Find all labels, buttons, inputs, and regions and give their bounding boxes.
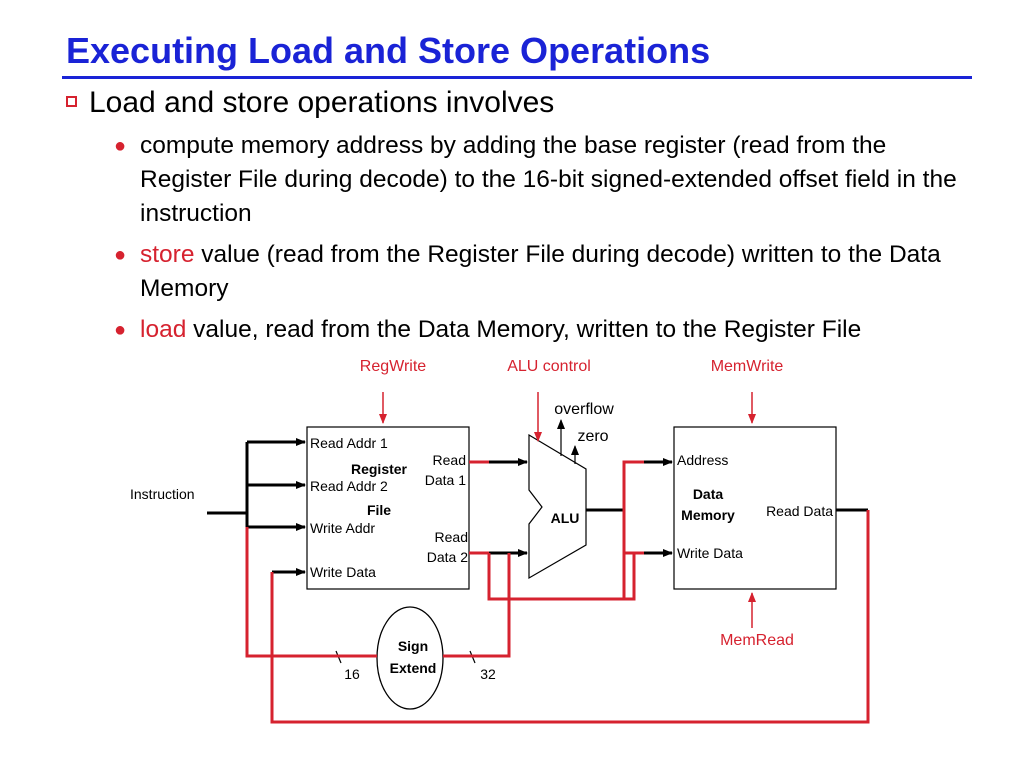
bullet-keyword: load: [140, 316, 187, 343]
data-memory-title: Data: [693, 486, 724, 502]
data-memory-box: [673, 426, 837, 590]
red-writeback-path: [270, 510, 870, 724]
data-memory-title-2: Memory: [681, 507, 735, 523]
register-file-title: Register: [351, 461, 408, 477]
alu-control-label: ALU control: [507, 358, 591, 375]
zero-label: zero: [577, 428, 608, 445]
read-addr-2-label: Read Addr 2: [310, 478, 388, 494]
intro-item: Load and store operations involves: [66, 86, 554, 120]
register-file-box: [306, 426, 470, 590]
sign-extend-ellipse: [376, 606, 444, 710]
instruction-label: Instruction: [130, 486, 195, 502]
overflow-label: overflow: [554, 401, 614, 418]
red-offset-out: [443, 553, 511, 658]
bullet-item: ● load value, read from the Data Memory,…: [114, 313, 970, 347]
alu-label: ALU: [551, 510, 580, 526]
memwrite-label: MemWrite: [711, 358, 784, 375]
bullet-keyword: store: [140, 241, 195, 268]
write-data-label: Write Data: [310, 564, 376, 580]
bullet-dot-icon: ●: [114, 135, 127, 157]
mem-write-data-label: Write Data: [677, 545, 743, 561]
write-addr-label: Write Addr: [310, 520, 375, 536]
intro-text: Load and store operations involves: [89, 86, 555, 119]
bullet-text: value (read from the Register File durin…: [140, 241, 941, 302]
sign-extend-label-2: Extend: [390, 660, 437, 676]
bullet-dot-icon: ●: [114, 319, 127, 341]
read-data-1-label-2: Data 1: [425, 472, 466, 488]
bullet-item: ● compute memory address by adding the b…: [114, 129, 970, 231]
title-underline: [62, 76, 972, 79]
address-label: Address: [677, 452, 728, 468]
bullet-text: value, read from the Data Memory, writte…: [186, 316, 862, 343]
register-file-title-2: File: [367, 502, 391, 518]
mem-read-data-label: Read Data: [766, 503, 833, 519]
square-bullet-icon: [66, 96, 77, 107]
alu-shape: [528, 433, 587, 580]
read-addr-1-label: Read Addr 1: [310, 435, 388, 451]
slide-title: Executing Load and Store Operations: [66, 30, 711, 71]
bullet-dot-icon: ●: [114, 244, 127, 266]
read-data-1-label: Read: [433, 452, 466, 468]
bullet-item: ● store value (read from the Register Fi…: [114, 238, 970, 306]
regwrite-label: RegWrite: [360, 358, 426, 375]
bits-32-label: 32: [480, 666, 496, 682]
red-offset-in: [245, 527, 377, 658]
memread-label: MemRead: [720, 632, 794, 649]
sign-extend-label: Sign: [398, 638, 428, 654]
bits-16-label: 16: [344, 666, 360, 682]
bullet-text: compute memory address by adding the bas…: [140, 132, 957, 227]
read-data-2-label-2: Data 2: [427, 549, 468, 565]
red-alu-path: [487, 460, 644, 601]
red-store-data-path: [487, 551, 644, 601]
read-data-2-label: Read: [435, 529, 468, 545]
